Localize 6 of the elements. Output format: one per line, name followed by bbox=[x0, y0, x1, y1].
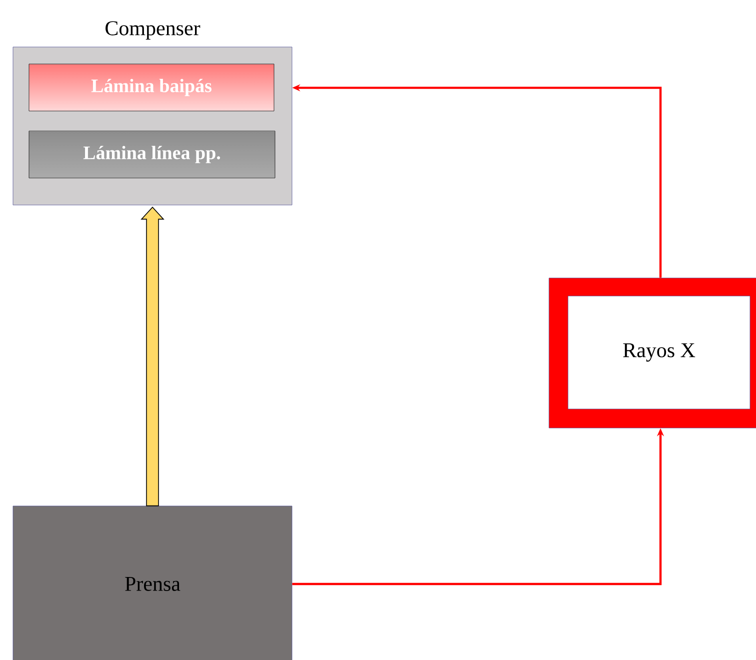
process-box: Prensa bbox=[12, 506, 292, 660]
block-arrow bbox=[140, 206, 164, 506]
bar-box: Lámina baipás bbox=[28, 64, 274, 112]
xray-box: Rayos X bbox=[548, 278, 756, 428]
node-label: Compenser bbox=[106, 21, 200, 40]
bar-box: Lámina línea pp. bbox=[28, 130, 276, 178]
